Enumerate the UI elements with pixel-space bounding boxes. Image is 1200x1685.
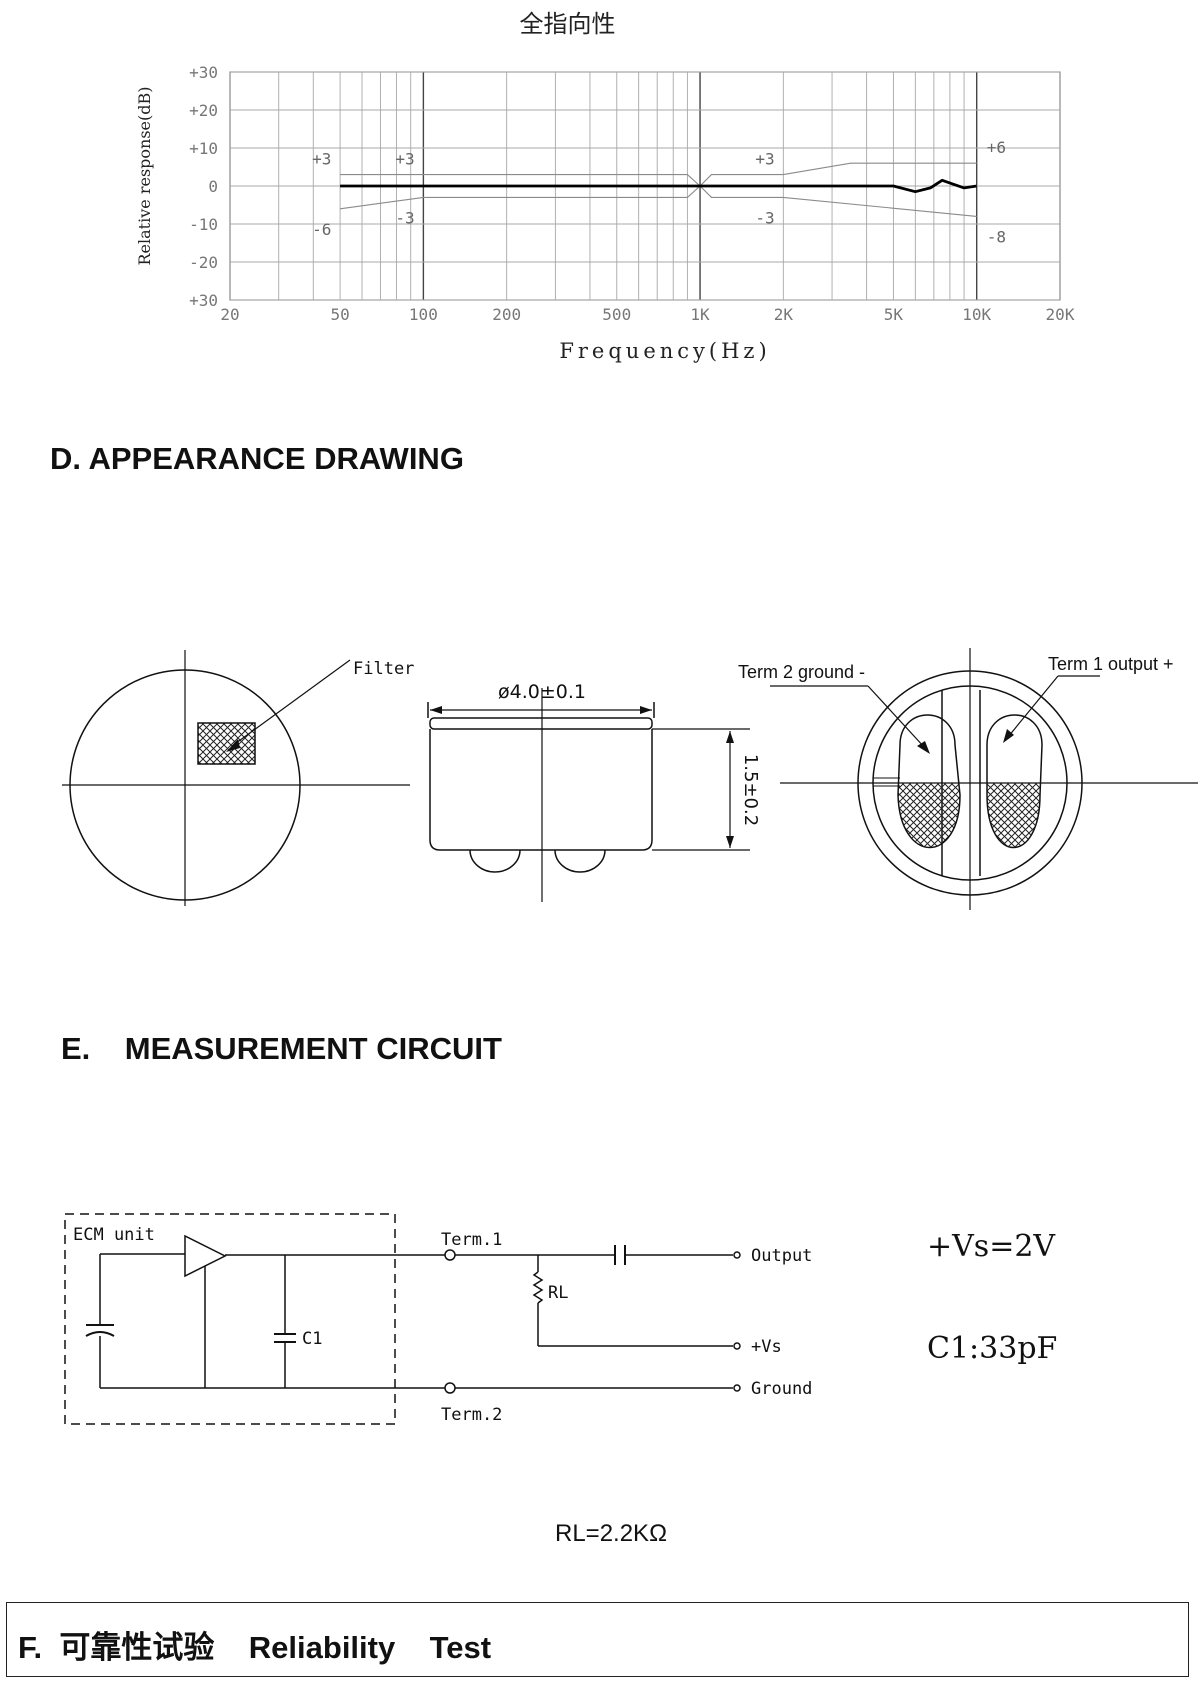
tolerance-upper-line: [340, 162, 977, 187]
section-e-heading: E. MEASUREMENT CIRCUIT: [61, 1031, 502, 1066]
x-tick-label: 5K: [884, 305, 904, 324]
rl-label: RL: [548, 1283, 568, 1303]
term2-label: Term.2: [441, 1405, 502, 1425]
y-tick-label: 0: [208, 177, 218, 196]
x-axis-label: Frequency(Hz): [559, 339, 770, 363]
ground-label: Ground: [751, 1379, 812, 1399]
x-tick-label: 1K: [690, 305, 710, 324]
filter-mesh: [197, 722, 256, 765]
side-view-body: [429, 729, 653, 851]
filter-label: Filter: [353, 659, 414, 679]
bottom-view: [770, 648, 1198, 910]
term2-ground-pad: [897, 714, 961, 849]
ground-terminal: [733, 1384, 741, 1392]
tolerance-annotation: +3: [312, 150, 331, 169]
tolerance-annotation: -3: [395, 208, 414, 227]
y-tick-label: -10: [189, 215, 218, 234]
height-arrow-top: [726, 731, 734, 743]
height-label: 1.5±0.2: [740, 754, 761, 826]
y-tick-label: +10: [189, 139, 218, 158]
tolerance-annotation: -6: [312, 220, 331, 239]
rl-value: RL=2.2KΩ: [555, 1520, 668, 1547]
term2-arrowhead: [917, 741, 930, 754]
tolerance-band: [340, 162, 977, 217]
height-arrow-bottom: [726, 836, 734, 848]
x-tick-label: 50: [330, 305, 349, 324]
output-label: Output: [751, 1246, 812, 1266]
term1-label: Term 1 output +: [1048, 654, 1174, 674]
x-tick-label: 20K: [1046, 305, 1075, 324]
term1-label: Term.1: [441, 1230, 502, 1250]
tolerance-annotations: +3 -6 +3 -3 +3 -3 +6 -8: [312, 138, 1006, 246]
top-view: [62, 650, 410, 906]
section-d-heading: D. APPEARANCE DRAWING: [50, 441, 464, 476]
dim-arrow-right: [640, 706, 652, 714]
y-tick-label: +20: [189, 101, 218, 120]
y-tick-label: +30: [189, 63, 218, 82]
tolerance-lower-line: [340, 185, 977, 217]
x-tick-label: 500: [602, 305, 631, 324]
y-tick-label: -20: [189, 253, 218, 272]
vs-terminal: [733, 1342, 741, 1350]
x-tick-label: 2K: [774, 305, 794, 324]
term2-label: Term 2 ground -: [738, 662, 865, 682]
response-series: [340, 178, 977, 194]
term1-output-pad: [986, 714, 1043, 849]
right-slot-hatch: [987, 783, 1042, 848]
chart-title: 全指向性: [519, 10, 616, 38]
output-terminal: [733, 1251, 741, 1259]
side-view-lead-left: [469, 849, 521, 873]
side-view-cap: [429, 717, 653, 730]
axis-ticks: 20 50 100 200 500 1K 2K 5K 10K 20K +30 +20 +10 0 -10 -2…: [189, 63, 1075, 324]
x-tick-label: 10K: [962, 305, 991, 324]
c1-value: C1:33pF: [927, 1331, 1057, 1366]
term1-node: [444, 1249, 456, 1261]
vs-label: +Vs: [751, 1337, 782, 1357]
filter-leader: [231, 659, 351, 747]
measurement-circuit: ECM unit C1 Term.1 Term.2 RL Output +Vs …: [64, 1213, 1057, 1425]
term2-leader: [867, 685, 926, 749]
side-view-lead-right: [554, 849, 606, 873]
section-f-heading: F. 可靠性试验 Reliability Test: [18, 1630, 492, 1665]
diameter-label: ø4.0±0.1: [498, 681, 586, 703]
filter-arrowhead: [226, 739, 240, 752]
section-f-box: [6, 1602, 1189, 1677]
term1-arrowhead: [1003, 729, 1014, 743]
tolerance-annotation: +6: [987, 138, 1006, 157]
term1-leader: [1007, 675, 1059, 738]
tolerance-annotation: +3: [395, 150, 414, 169]
tolerance-annotation: -3: [755, 208, 774, 227]
c1-label: C1: [302, 1329, 322, 1349]
y-tick-label: +30: [189, 291, 218, 310]
tolerance-annotation: -8: [987, 227, 1006, 246]
response-line: [340, 178, 977, 194]
x-tick-label: 100: [409, 305, 438, 324]
tolerance-annotation: +3: [755, 150, 774, 169]
term2-node: [444, 1382, 456, 1394]
dim-arrow-left: [430, 706, 442, 714]
side-view: [427, 688, 750, 902]
x-tick-label: 200: [492, 305, 521, 324]
ecm-unit-label: ECM unit: [73, 1225, 155, 1245]
x-tick-label: 20: [220, 305, 239, 324]
y-axis-label: Relative response(dB): [135, 87, 154, 266]
capsule-plate-bottom: [85, 1331, 115, 1337]
vs-value: +Vs=2V: [927, 1229, 1056, 1264]
rl-resistor: [532, 1271, 544, 1304]
appearance-drawing: Filter ø4.0±0.1 1.5±0.2: [62, 648, 1198, 910]
ecm-unit-boundary: [64, 1213, 396, 1425]
